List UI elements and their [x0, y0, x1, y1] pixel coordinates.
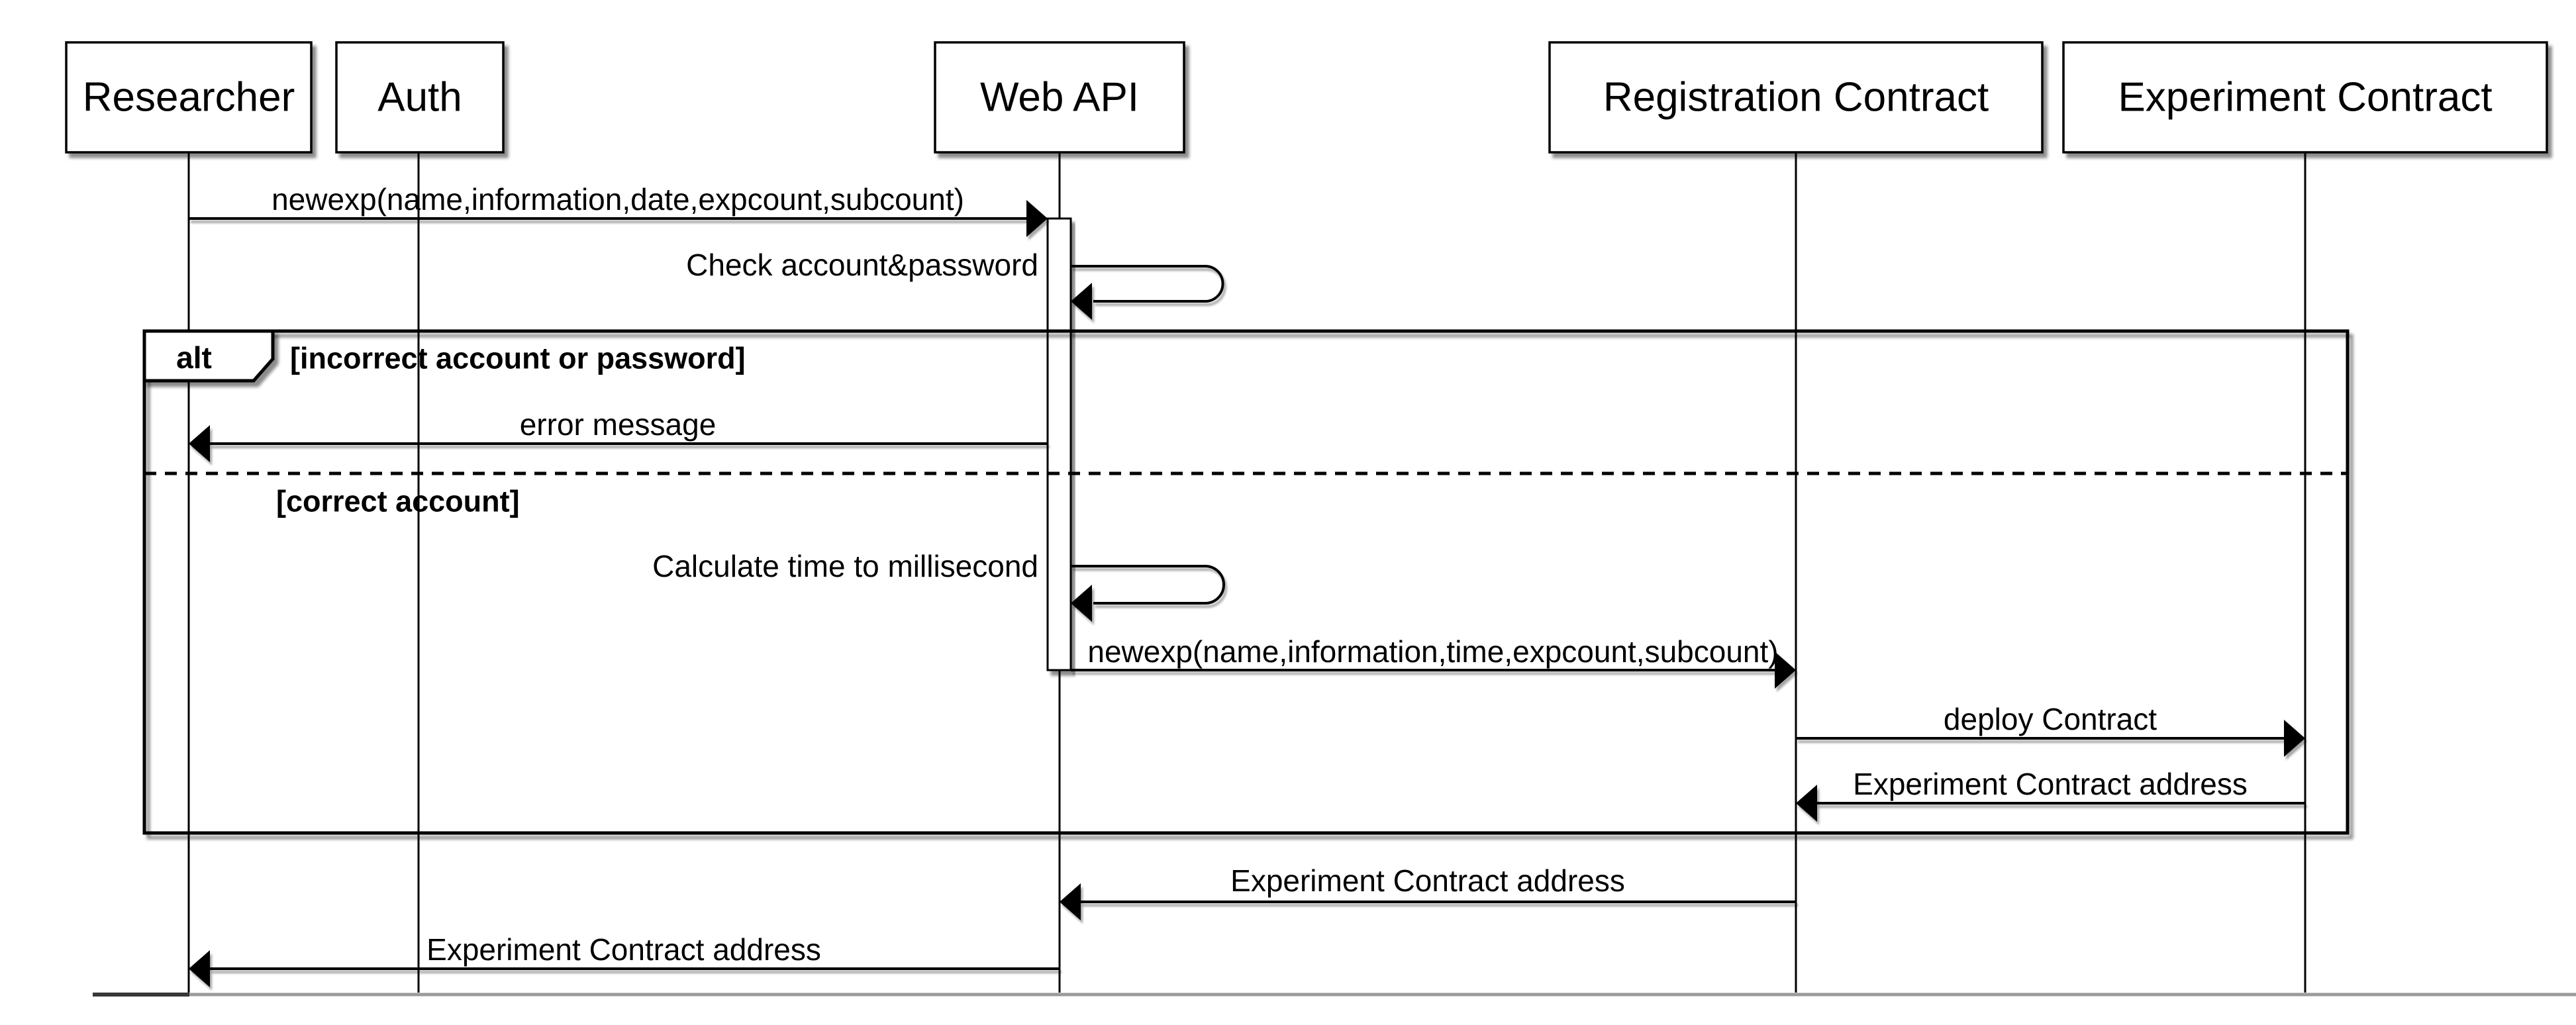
alt-guard-correct: [correct account] — [276, 485, 520, 518]
participant-label-web-api: Web API — [980, 75, 1139, 121]
arrowhead-left-icon — [1071, 283, 1092, 320]
message-label-newexp-time: newexp(name,information,time,expcount,su… — [1087, 634, 1778, 669]
message-label-check-account: Check account&password — [686, 248, 1038, 282]
participant-label-experiment-contract: Experiment Contract — [2118, 75, 2492, 121]
activation-bar-web-api — [1046, 217, 1072, 671]
arrowhead-left-icon — [1071, 585, 1092, 622]
participant-box-registration-contract — [1548, 41, 2044, 154]
participant-box-researcher — [65, 41, 313, 154]
participant-box-auth — [335, 41, 505, 154]
message-label-calc-time: Calculate time to millisecond — [652, 549, 1038, 583]
arrowhead-right-icon — [1775, 652, 1796, 689]
participant-label-auth: Auth — [377, 75, 462, 121]
participant-box-experiment-contract — [2062, 41, 2548, 154]
arrowhead-left-icon — [1060, 883, 1081, 920]
participant-label-registration-contract: Registration Contract — [1603, 75, 1989, 121]
arrowhead-left-icon — [189, 425, 210, 462]
self-call-calculate-time — [1071, 565, 1225, 605]
message-label-deploy-contract: deploy Contract — [1944, 702, 2157, 736]
self-call-check-account — [1071, 265, 1224, 303]
alt-operator-pentagon — [142, 329, 275, 383]
message-label-exp-addr-final: Experiment Contract address — [426, 932, 821, 967]
message-label-exp-addr-inner: Experiment Contract address — [1853, 767, 2248, 801]
participant-label-researcher: Researcher — [83, 75, 295, 121]
participant-box-web-api — [934, 41, 1185, 154]
arrowhead-left-icon — [1796, 785, 1817, 822]
alt-frame — [142, 329, 2350, 835]
message-label-error-message: error message — [520, 407, 717, 442]
arrowhead-right-icon — [2284, 720, 2305, 757]
arrowhead-left-icon — [189, 950, 210, 987]
alt-guard-incorrect: [incorrect account or password] — [290, 342, 746, 375]
alt-operator-label: alt — [176, 340, 212, 375]
arrowhead-right-icon — [1026, 200, 1048, 237]
message-label-newexp-date: newexp(name,information,date,expcount,su… — [272, 182, 964, 217]
message-label-exp-addr-mid: Experiment Contract address — [1230, 863, 1625, 898]
